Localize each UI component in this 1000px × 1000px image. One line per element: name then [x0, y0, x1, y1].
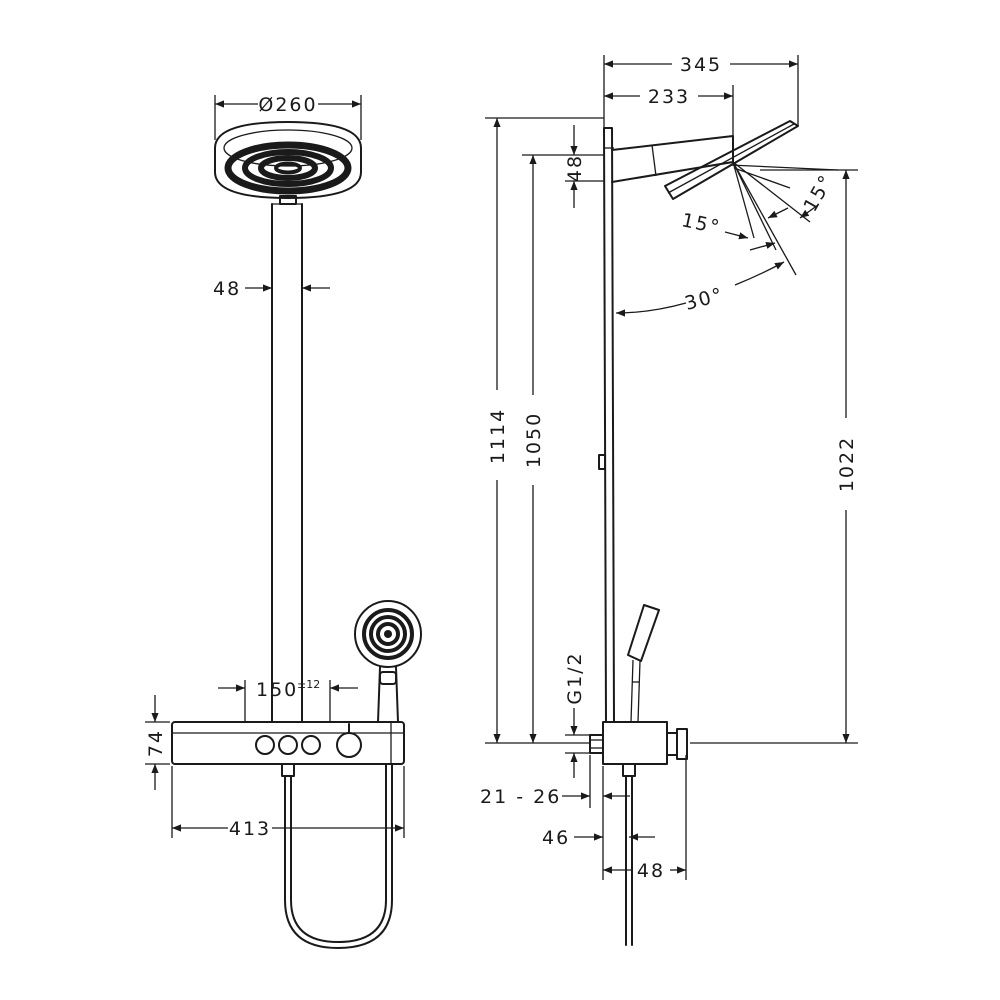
svg-text:74: 74 — [145, 729, 167, 757]
shower-arm — [611, 135, 734, 183]
dim-body-offset: 46 — [542, 808, 655, 849]
dim-total-height: 1114 — [485, 117, 604, 744]
dim-wall-distance: 21 - 26 — [480, 755, 630, 808]
dim-thread: G1/2 — [564, 651, 590, 778]
side-view: 345 233 1114 1050 48 — [480, 54, 858, 946]
svg-text:46: 46 — [542, 827, 570, 849]
side-shower-head — [664, 120, 799, 200]
svg-text:233: 233 — [648, 86, 690, 108]
side-riser-pipe — [598, 127, 615, 723]
svg-text:1114: 1114 — [487, 408, 509, 464]
tilt-angle-lines — [729, 161, 839, 276]
svg-text:30°: 30° — [682, 283, 726, 315]
svg-text:1050: 1050 — [523, 412, 545, 468]
svg-text:150: 150 — [256, 679, 298, 701]
dim-thermostat-width: 413 — [171, 766, 405, 840]
shower-hose — [284, 763, 393, 949]
svg-text:48: 48 — [213, 278, 241, 300]
svg-text:Ø260: Ø260 — [258, 94, 317, 116]
svg-text:48: 48 — [637, 860, 665, 882]
svg-text:15°: 15° — [799, 170, 838, 215]
svg-text:413: 413 — [229, 818, 271, 840]
svg-text:21 - 26: 21 - 26 — [480, 786, 561, 808]
side-hose — [625, 775, 633, 946]
dim-pipe-width: 48 — [213, 278, 330, 300]
dim-spacing: 150 ±12 — [218, 678, 358, 722]
svg-text:48: 48 — [564, 154, 586, 182]
front-view: Ø260 48 150 ±12 74 — [145, 94, 422, 949]
side-thermostat-body — [589, 721, 688, 777]
side-hand-shower — [627, 604, 660, 723]
riser-pipe — [271, 203, 303, 723]
dim-projection-arm: 233 — [604, 85, 734, 136]
dim-head-height: 1022 — [690, 169, 858, 744]
hand-shower — [354, 600, 422, 723]
dim-arm-thickness: 48 — [564, 125, 604, 208]
overhead-shower-head — [214, 121, 362, 205]
dim-thermostat-height: 74 — [145, 695, 170, 790]
dim-height-to-arm: 1050 — [522, 154, 604, 743]
svg-text:15°: 15° — [680, 209, 723, 239]
thermostat-shelf — [171, 721, 405, 777]
svg-text:1022: 1022 — [836, 436, 858, 492]
svg-text:±12: ±12 — [297, 678, 320, 691]
svg-text:G1/2: G1/2 — [564, 651, 586, 704]
angle-annotations: 15° 15° 30° — [615, 170, 838, 317]
dim-projection-total: 345 — [603, 54, 799, 128]
dim-body-depth: 48 — [602, 755, 687, 882]
dim-head-diameter: Ø260 — [214, 94, 362, 140]
svg-text:345: 345 — [680, 54, 722, 76]
